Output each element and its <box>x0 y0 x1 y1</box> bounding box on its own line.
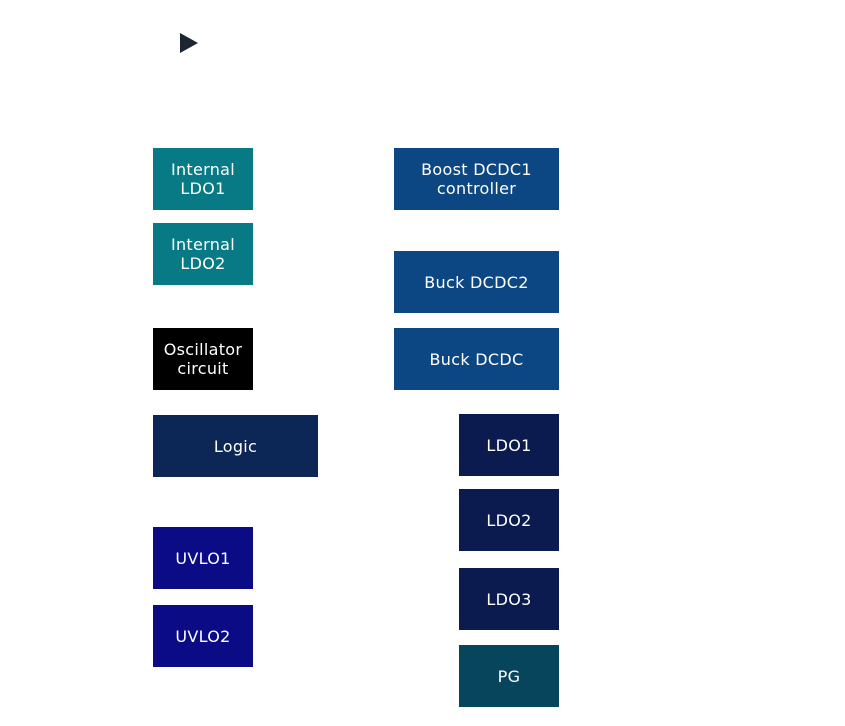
logic-block: Logic <box>153 415 318 477</box>
uvlo2-block: UVLO2 <box>153 605 253 667</box>
buck-dcdc2-block: Buck DCDC2 <box>394 251 559 313</box>
boost-dcdc1-controller-block: Boost DCDC1 controller <box>394 148 559 210</box>
buck-dcdc-block: Buck DCDC <box>394 328 559 390</box>
internal-ldo1-block: Internal LDO1 <box>153 148 253 210</box>
pg-block: PG <box>459 645 559 707</box>
oscillator-circuit-block: Oscillator circuit <box>153 328 253 390</box>
ldo1-block: LDO1 <box>459 414 559 476</box>
internal-ldo2-block: Internal LDO2 <box>153 223 253 285</box>
ldo2-block: LDO2 <box>459 489 559 551</box>
play-icon[interactable] <box>180 33 198 53</box>
uvlo1-block: UVLO1 <box>153 527 253 589</box>
ldo3-block: LDO3 <box>459 568 559 630</box>
